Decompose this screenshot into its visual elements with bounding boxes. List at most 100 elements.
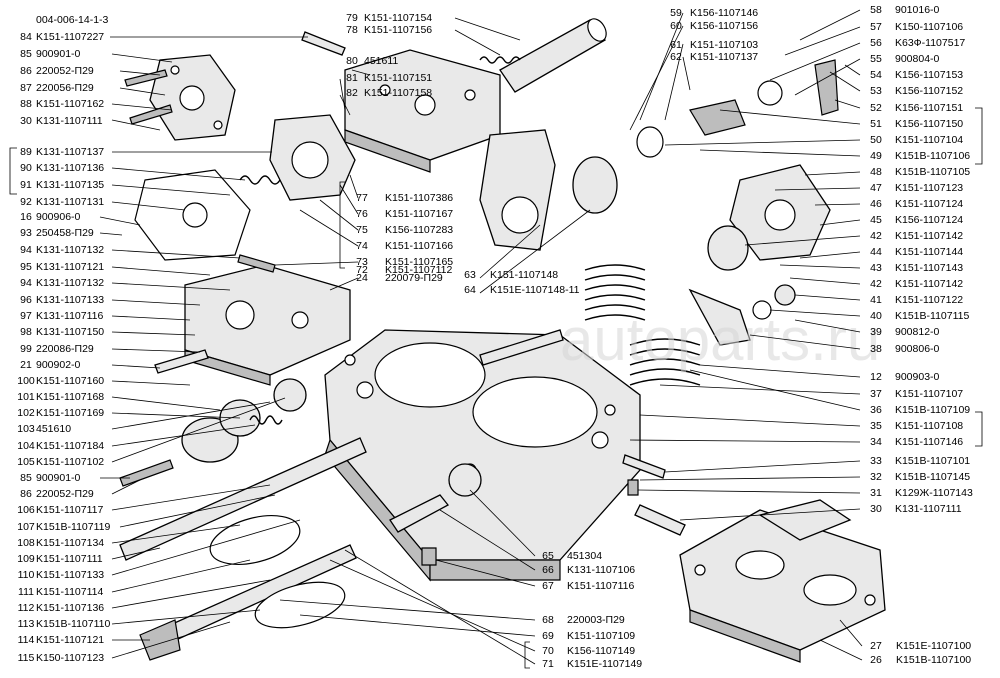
callout-number: 58 — [870, 4, 882, 16]
callout-number: 99 — [20, 343, 32, 355]
callout-number: 60 — [670, 20, 682, 32]
callout-number: 35 — [870, 420, 882, 432]
part-code: K151-1107117 — [36, 504, 103, 516]
part-code: 451611 — [364, 55, 398, 67]
callout-number: 80 — [346, 55, 358, 67]
pin-28 — [634, 504, 686, 536]
callout-number: 86 — [20, 488, 32, 500]
callout-number: 33 — [870, 455, 882, 467]
callout-27: 27 K151E-1107100 — [870, 640, 971, 652]
part-code: K151-1107121 — [36, 634, 104, 646]
callout-number: 95 — [20, 261, 32, 273]
callout-number: 31 — [870, 487, 882, 499]
part-code: K151-1107142 — [895, 278, 963, 290]
part-code: K151-1107102 — [36, 456, 104, 468]
callout-number: 43 — [870, 262, 882, 274]
part-code: K131-1107133 — [36, 294, 104, 306]
callout-number: 51 — [870, 118, 882, 130]
screw-51 — [814, 59, 839, 116]
part-code: 900906-0 — [36, 211, 81, 223]
part-code: K150-1107123 — [36, 652, 104, 664]
part-code: K151-1107227 — [36, 31, 104, 43]
callout-number: 84 — [20, 31, 32, 43]
part-code: 220086-П29 — [36, 343, 94, 355]
callout-number: 62 — [670, 51, 682, 63]
part-code: 220079-П29 — [385, 272, 443, 284]
part-code: K131-1107106 — [567, 564, 635, 576]
part-code: K151-1107124 — [895, 198, 963, 210]
part-code: K156-1107150 — [895, 118, 963, 130]
part-code: K151E-1107148-11 — [490, 284, 580, 296]
callout-number: 79 — [346, 12, 358, 24]
part-code: K131-1107136 — [36, 162, 104, 174]
leader-lines — [99, 9, 863, 665]
callout-number: 27 — [870, 640, 882, 652]
callout-number: 115 — [18, 652, 35, 664]
part-code: K151-1107162 — [36, 98, 104, 110]
part-code: K131-1107132 — [36, 244, 104, 256]
part-code: K151-1107136 — [36, 602, 104, 614]
sleeve-64 — [572, 156, 618, 214]
part-code: K131-1107135 — [36, 179, 104, 191]
callout-number: 93 — [20, 227, 32, 239]
screw-29 — [627, 479, 639, 496]
part-code: K129Ж-1107143 — [895, 487, 973, 499]
part-code: K151-1107134 — [36, 537, 104, 549]
part-code: K150-1107106 — [895, 21, 963, 33]
diagram-title: 004-006-14-1-3 — [36, 14, 109, 26]
callout-number: 49 — [870, 150, 882, 162]
choke-lever — [729, 164, 831, 261]
callout-number: 94 — [20, 244, 32, 256]
part-code: K151-1107103 — [690, 39, 758, 51]
parts-drawing: autoparts.ru — [119, 18, 886, 663]
throttle-body — [324, 329, 641, 582]
float-chamber-cover — [344, 49, 501, 173]
part-code: K151E-1107100 — [896, 640, 971, 652]
part-code: K151-1107167 — [385, 208, 453, 220]
part-code: K151-1107168 — [36, 391, 104, 403]
callout-number: 70 — [542, 645, 554, 657]
throttle-plate-2 — [254, 581, 346, 629]
part-code: K151-1107158 — [364, 87, 432, 99]
part-code: K151-1107122 — [895, 294, 963, 306]
part-code: K151-1107116 — [567, 580, 634, 592]
part-code: K151-1107151 — [364, 72, 432, 84]
callout-number: 85 — [20, 48, 32, 60]
washer-57 — [757, 80, 783, 106]
part-code: K156-1107146 — [690, 7, 758, 19]
part-code: K151B-1107109 — [895, 404, 970, 416]
callout-number: 12 — [870, 371, 882, 383]
part-code: K151B-1107115 — [895, 310, 970, 322]
part-code: 900902-0 — [36, 359, 81, 371]
